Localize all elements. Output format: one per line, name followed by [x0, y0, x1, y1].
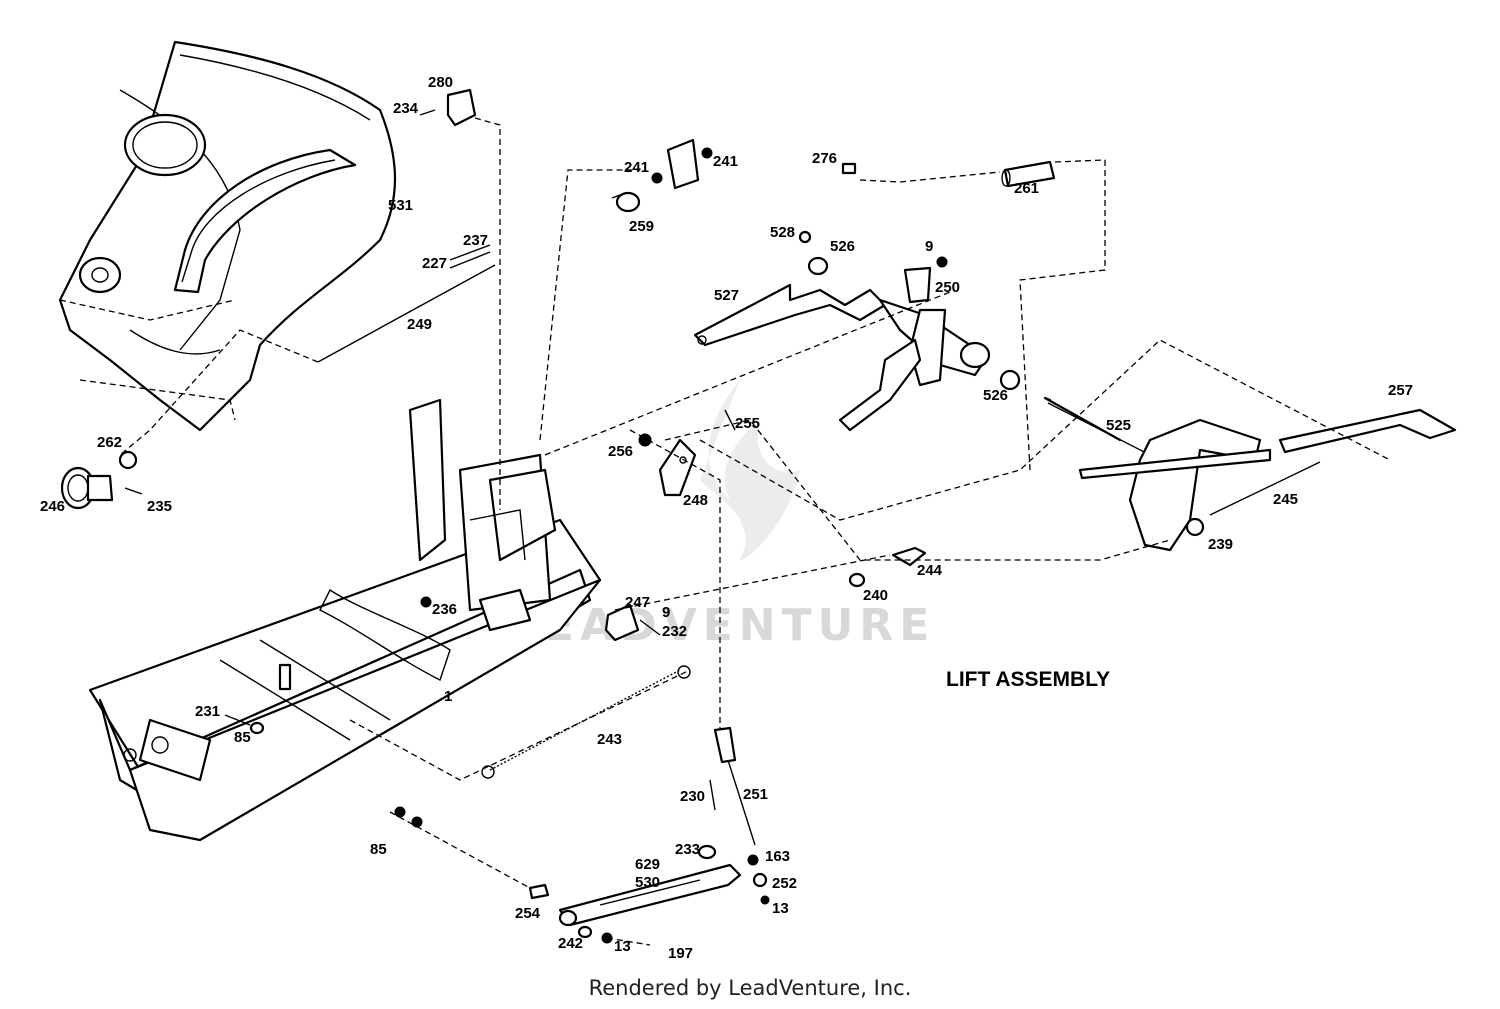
callout-531: 531	[388, 197, 413, 214]
callout-257: 257	[1388, 382, 1413, 399]
callout-259: 259	[629, 218, 654, 235]
hood-panel	[58, 40, 397, 432]
callout-248: 248	[683, 492, 708, 509]
callout-9b: 9	[662, 604, 670, 621]
callout-261: 261	[1014, 180, 1039, 197]
callout-85a: 85	[234, 729, 251, 746]
callout-234: 234	[393, 100, 419, 117]
small-parts-top	[419, 88, 1056, 213]
callout-9a: 9	[925, 238, 933, 255]
callout-197: 197	[668, 945, 693, 962]
callout-256: 256	[608, 443, 633, 460]
callout-231: 231	[195, 703, 220, 720]
callout-528: 528	[770, 224, 795, 241]
callout-labels: 280 234 531 241 241 259 276 261 237 227 …	[40, 74, 1413, 962]
callout-13b: 13	[614, 938, 631, 955]
callout-245: 245	[1273, 491, 1298, 508]
callout-241b: 241	[713, 153, 738, 170]
callout-280: 280	[428, 74, 453, 91]
callout-239: 239	[1208, 536, 1233, 553]
callout-255: 255	[735, 415, 760, 432]
callout-243: 243	[597, 731, 622, 748]
callout-236: 236	[432, 601, 457, 618]
bottom-linkage	[224, 596, 770, 944]
callout-227: 227	[422, 255, 447, 272]
callout-233: 233	[675, 841, 700, 858]
footer-credit: Rendered by LeadVenture, Inc.	[588, 976, 912, 1000]
callout-527: 527	[714, 287, 739, 304]
callout-262: 262	[97, 434, 122, 451]
callout-163: 163	[765, 848, 790, 865]
callout-232: 232	[662, 623, 687, 640]
callout-1: 1	[444, 688, 452, 705]
callout-230: 230	[680, 788, 705, 805]
lift-handle-257	[1043, 396, 1457, 552]
callout-242: 242	[558, 935, 583, 952]
lift-arm-527	[693, 230, 1021, 432]
callout-530: 530	[635, 874, 660, 891]
callout-85b: 85	[370, 841, 387, 858]
callout-629: 629	[635, 856, 660, 873]
callout-526b: 526	[983, 387, 1008, 404]
callout-241a: 241	[624, 159, 649, 176]
callout-249: 249	[407, 316, 432, 333]
diagram-title: LIFT ASSEMBLY	[946, 668, 1110, 691]
spring-243	[481, 665, 691, 779]
callout-250: 250	[935, 279, 960, 296]
callout-237: 237	[463, 232, 488, 249]
knob-246	[60, 450, 143, 510]
callout-246: 246	[40, 498, 65, 515]
callout-525: 525	[1106, 417, 1131, 434]
callout-252: 252	[772, 875, 797, 892]
callout-526a: 526	[830, 238, 855, 255]
callout-13a: 13	[772, 900, 789, 917]
callout-276: 276	[812, 150, 837, 167]
frame	[88, 398, 602, 842]
callout-244: 244	[917, 562, 943, 579]
callout-240: 240	[863, 587, 888, 604]
callout-235: 235	[147, 498, 172, 515]
callout-254: 254	[515, 905, 541, 922]
callout-251: 251	[743, 786, 768, 803]
leader-lines	[119, 117, 1391, 946]
callout-247: 247	[625, 594, 650, 611]
